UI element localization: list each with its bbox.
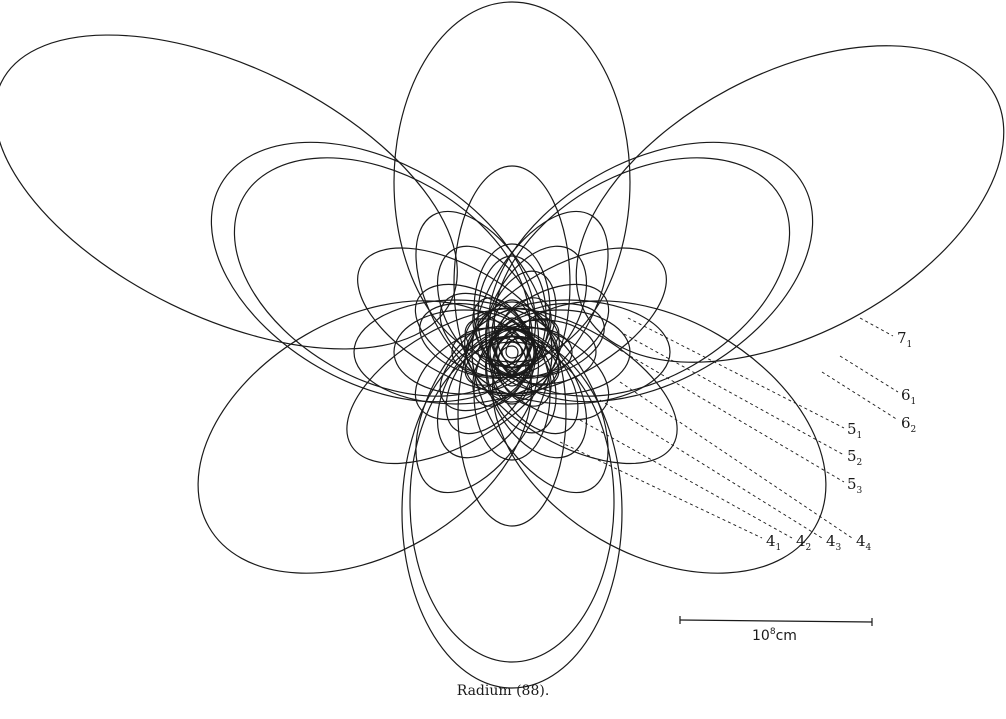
- figure-caption: Radium (88).: [0, 683, 1006, 699]
- orbit-label-6-2: 62: [901, 414, 916, 435]
- scale-bar-line: [680, 620, 872, 622]
- leader-6-2: [822, 372, 898, 420]
- scale-bar-label: 108cm: [752, 627, 797, 644]
- leader-5-2: [624, 334, 844, 455]
- leader-4-3: [600, 400, 822, 538]
- orbit-label-4-1: 41: [766, 532, 781, 553]
- orbit-label-5-1: 51: [847, 420, 862, 441]
- leader-4-2: [580, 420, 792, 538]
- orbit-label-5-3: 53: [847, 475, 863, 496]
- orbit-7-lobe-1: [0, 0, 505, 414]
- orbit-6-2-3: [402, 336, 622, 688]
- orbit-label-5-2: 52: [847, 447, 862, 468]
- orbit-label-6-1: 61: [901, 386, 916, 407]
- orbit-5-1-3: [440, 277, 702, 495]
- orbit-label-4-3: 43: [826, 532, 842, 553]
- scale-bar: 108cm: [680, 616, 872, 644]
- orbit-ellipses: [0, 0, 1006, 688]
- orbit-label-4-4: 44: [856, 532, 872, 553]
- leader-6-1: [840, 356, 898, 392]
- leader-7-1: [860, 318, 893, 336]
- orbit-5-1-2: [322, 277, 584, 495]
- orbit-5-1-1: [454, 166, 570, 402]
- orbit-label-7-1: 71: [897, 329, 912, 350]
- leader-5-3: [620, 350, 844, 482]
